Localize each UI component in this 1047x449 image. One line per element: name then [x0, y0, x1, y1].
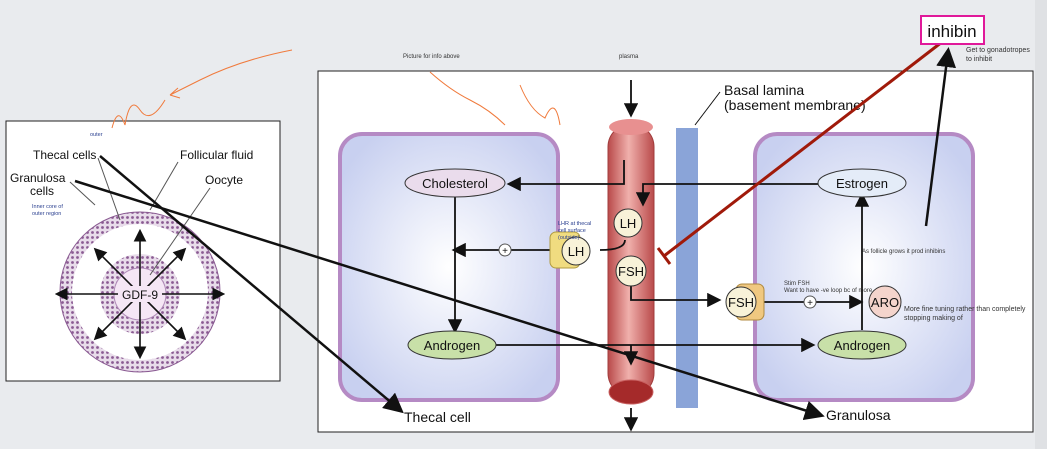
- granulosa-cell-box: [753, 132, 975, 402]
- estrogen-label: Estrogen: [836, 176, 888, 191]
- granulosa-cells-label: cells: [30, 184, 54, 198]
- thecal-link-arrow: [99, 155, 404, 414]
- aromatase-node: [868, 285, 902, 319]
- fsh-hormone-label: FSH: [618, 264, 644, 279]
- basal-lamina-label: Basal lamina: [724, 82, 804, 98]
- fsh-receptor-label: FSH: [728, 295, 754, 310]
- ink-annotations: [74, 40, 957, 421]
- note-follicle-grows: As follicle grows it prod inhibins: [862, 249, 945, 255]
- inhibin-arrow: [924, 47, 957, 227]
- plus-sign-left: [498, 243, 512, 257]
- orange-scribble-left: [111, 49, 293, 129]
- scroll-edge: [1035, 0, 1047, 449]
- plus-right-label: +: [807, 298, 813, 309]
- basement-membrane-label: (basement membrane): [724, 97, 866, 113]
- note-outer: outer: [90, 132, 103, 138]
- lh-hormone: [613, 208, 643, 238]
- lh-hormone-label: LH: [620, 216, 637, 231]
- steroidogenesis-diagram: Basal lamina (basement membrane) Cholest…: [317, 70, 1034, 433]
- note-fine-tuning: More fine tuning rather than completely …: [904, 306, 1026, 322]
- vessel-lumen: [608, 379, 654, 405]
- inhibition-line: [663, 40, 943, 258]
- follicular-fluid-label: Follicular fluid: [180, 148, 253, 162]
- follicle-figure: GDF-9 Thecal cells Granulosa cells Folli…: [5, 120, 281, 382]
- androgen-left-node: [407, 330, 497, 360]
- granulosa-label: Granulosa: [10, 171, 66, 185]
- thecal-leader: [97, 157, 121, 221]
- orange-scribble-right: [429, 71, 561, 126]
- vessel-top: [609, 119, 653, 135]
- note-gonadotropes: Get to gonadotropes to inhibit: [966, 47, 1030, 63]
- note-plasma: plasma: [619, 54, 639, 60]
- note-want-loop: Want to have -ve loop bc of more: [784, 288, 873, 294]
- granulosa-cell-label: Granulosa: [826, 407, 891, 423]
- thecal-cell-label: Thecal cell: [404, 409, 471, 425]
- basal-lamina-bar: [676, 128, 698, 408]
- androgen-right-label: Androgen: [834, 338, 890, 353]
- gdf9-arrows: [54, 228, 226, 360]
- thecal-cells-label: Thecal cells: [33, 148, 96, 162]
- estrogen-node: [817, 168, 907, 198]
- note-lhr-3: (outside): [558, 235, 580, 241]
- note-inner-core: Inner core of: [32, 204, 63, 210]
- cholesterol-label: Cholesterol: [422, 176, 488, 191]
- granulosa-link-arrow: [74, 179, 825, 421]
- note-lhr: LHR at thecal: [558, 221, 591, 227]
- androgen-right-node: [817, 330, 907, 360]
- plus-sign-right: [803, 295, 817, 309]
- note-picture-info: Picture for info above: [403, 54, 460, 60]
- aromatase-label: ARO: [871, 295, 899, 310]
- gdf9-label: GDF-9: [122, 288, 158, 302]
- inhibin-label: inhibin: [927, 22, 976, 41]
- oocyte-label: Oocyte: [205, 173, 243, 187]
- note-inner-core-2: outer region: [32, 211, 61, 217]
- inhibin-box[interactable]: [920, 15, 985, 45]
- oocyte-leader: [149, 187, 211, 276]
- note-lhr-2: cell surface: [558, 228, 586, 234]
- plus-left-label: +: [502, 246, 508, 257]
- cholesterol-node: [404, 168, 506, 198]
- basal-lamina-leader: [694, 91, 721, 126]
- note-stim-fsh: Stim FSH: [784, 281, 810, 287]
- fsh-hormone: [615, 255, 647, 287]
- androgen-left-label: Androgen: [424, 338, 480, 353]
- lh-receptor-label: LH: [568, 244, 585, 259]
- granulosa-leader: [69, 181, 96, 206]
